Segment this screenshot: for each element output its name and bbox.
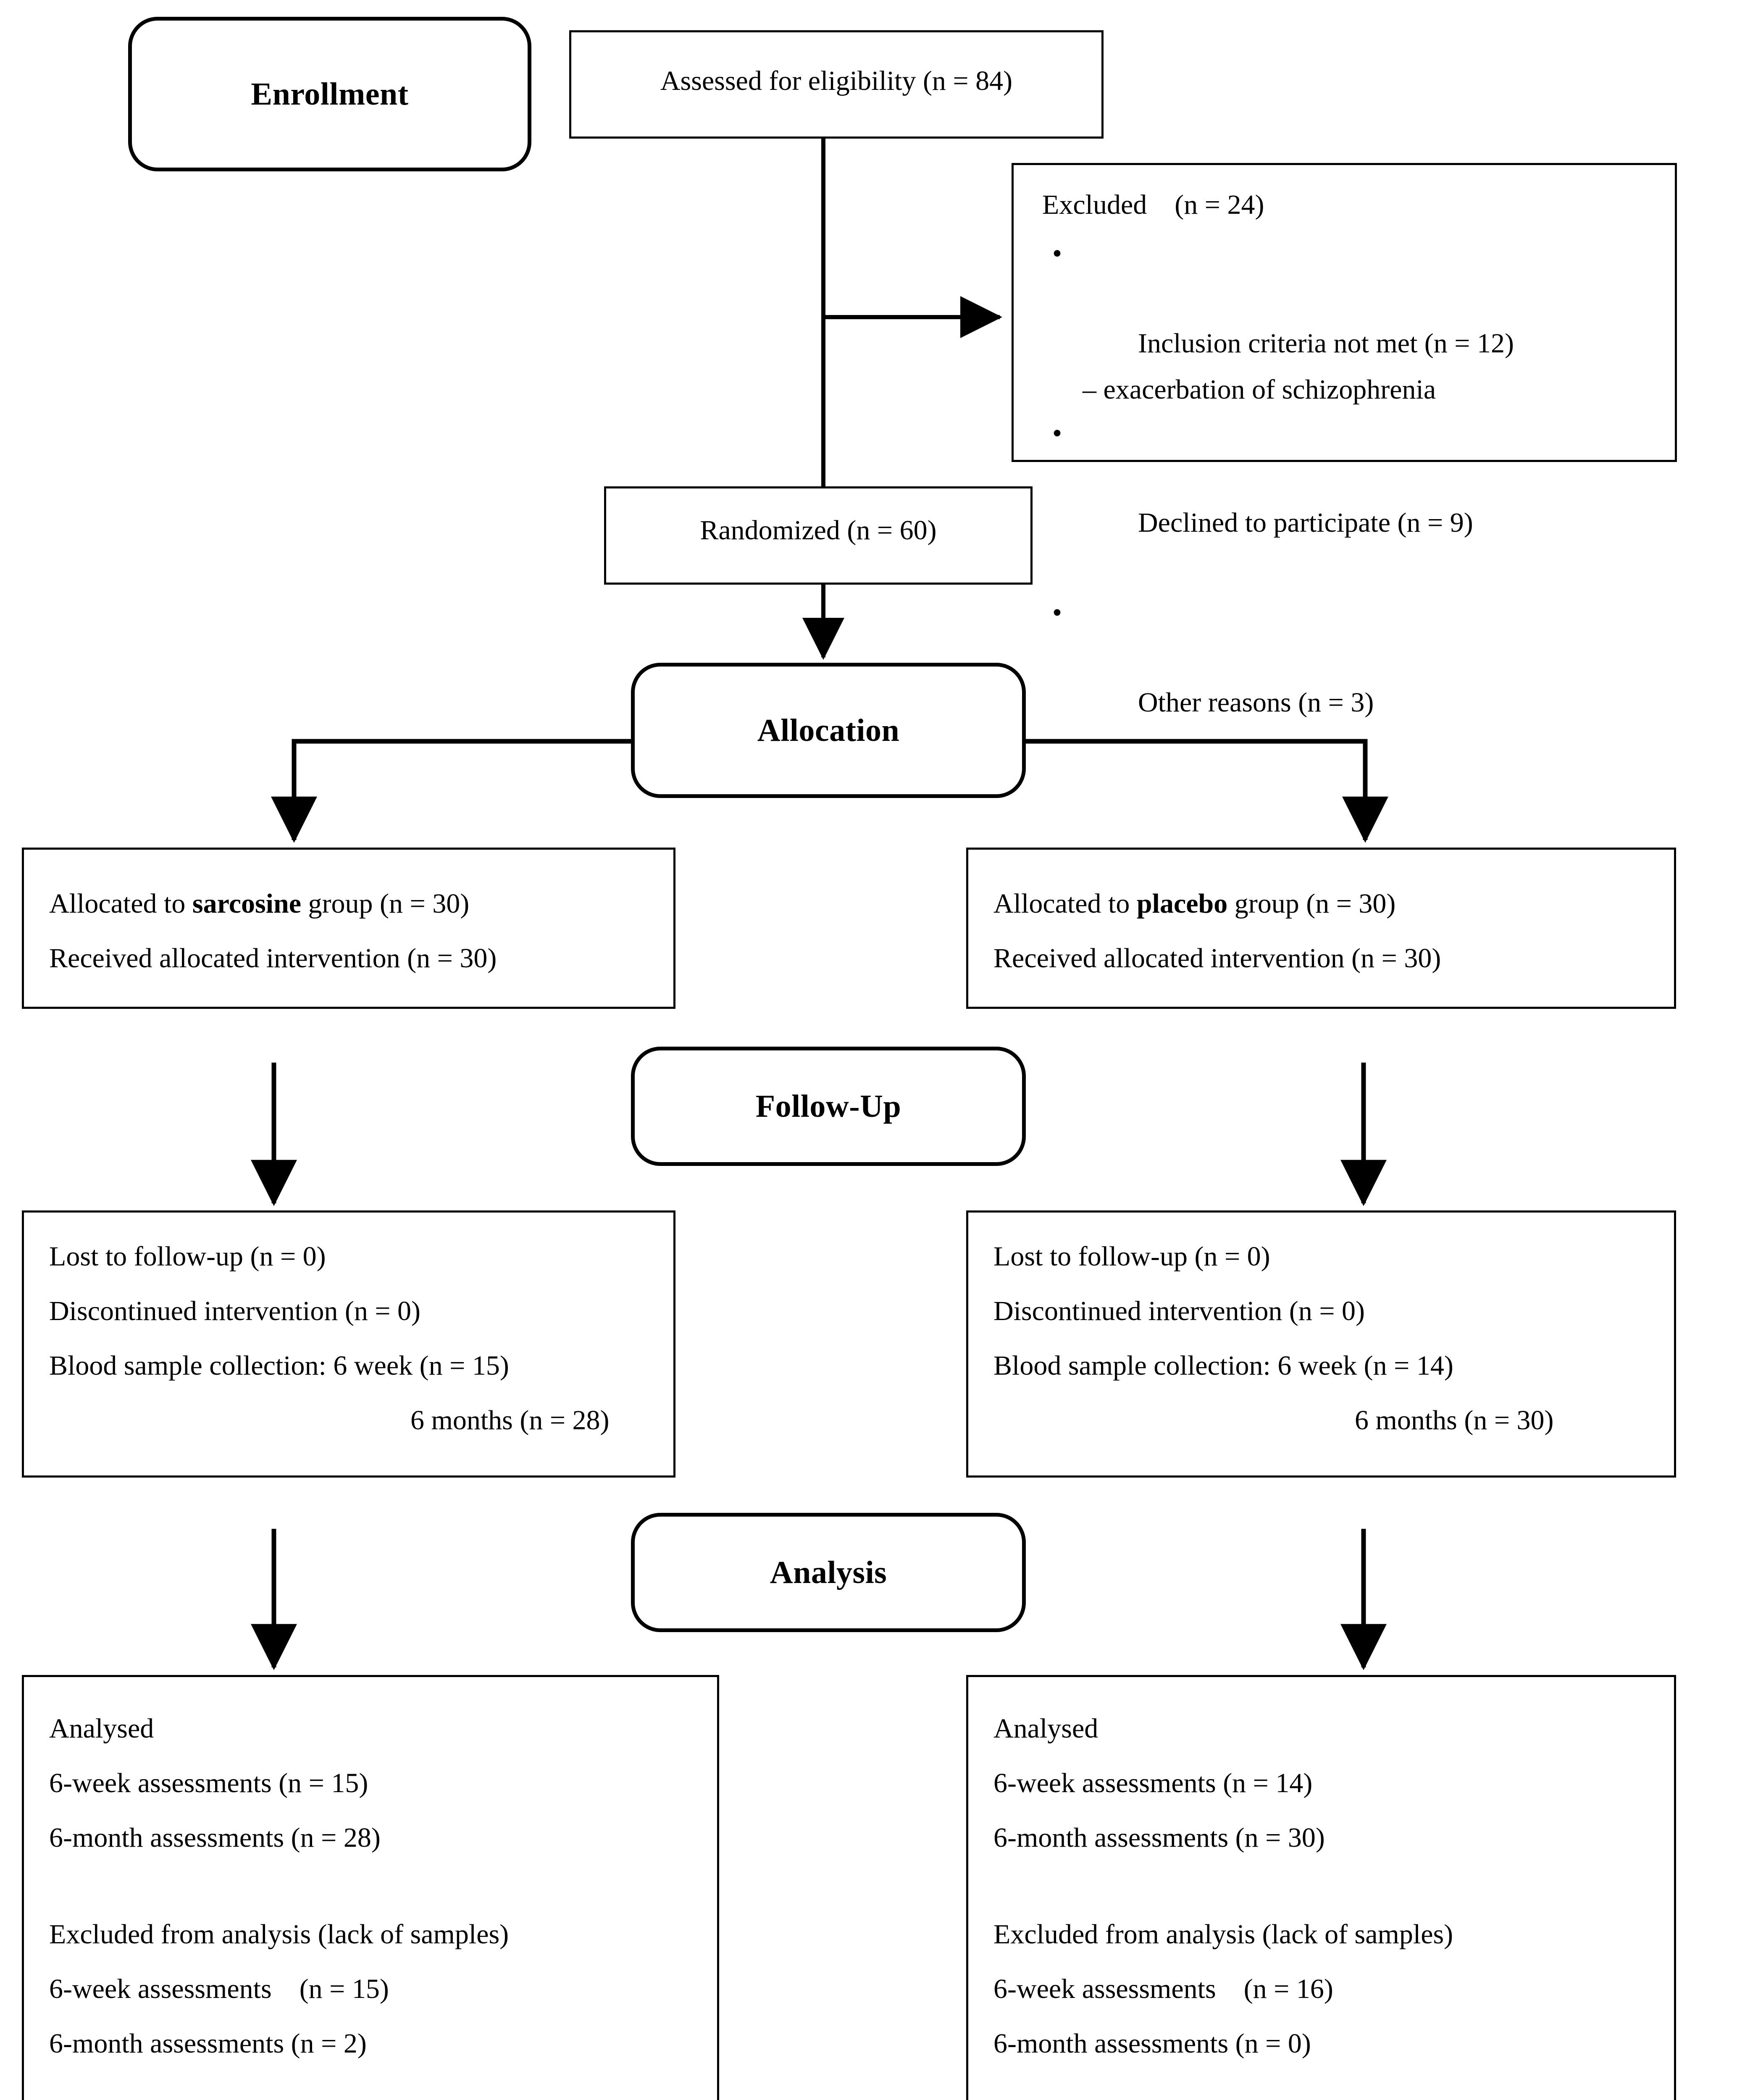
allocation-right-line1: Allocated to placebo group (n = 30) [993, 882, 1395, 927]
analysis-left-excluded-line1: 6-week assessments (n = 15) [49, 1974, 389, 2004]
stage-label-analysis: Analysis [631, 1513, 1026, 1632]
node-randomized: Randomized (n = 60) [604, 486, 1033, 585]
followup-right-line4: 6 months (n = 30) [1355, 1405, 1554, 1436]
allocation-right-line1-pre: Allocated to [993, 888, 1137, 919]
excluded-title: Excluded (n = 24) [1042, 189, 1264, 220]
followup-left-line4: 6 months (n = 28) [410, 1405, 610, 1436]
list-item-label: Other reasons (n = 3) [1138, 687, 1374, 718]
analysis-left-analysed-line2: 6-month assessments (n = 28) [49, 1822, 381, 1853]
allocation-left-line1-pre: Allocated to [49, 888, 192, 919]
list-item: • Inclusion criteria not met (n = 12) [1042, 231, 1514, 411]
stage-label-enrollment: Enrollment [128, 17, 531, 171]
stage-label-enrollment-text: Enrollment [251, 76, 409, 112]
stage-label-followup-text: Follow-Up [755, 1088, 901, 1124]
node-analysis-right: Analysed 6-week assessments (n = 14) 6-m… [966, 1675, 1676, 2100]
followup-right-line3: Blood sample collection: 6 week (n = 14) [993, 1350, 1453, 1381]
list-item-label: Declined to participate (n = 9) [1138, 507, 1473, 538]
allocation-right-line2: Received allocated intervention (n = 30) [993, 943, 1441, 974]
allocation-left-line1: Allocated to sarcosine group (n = 30) [49, 882, 469, 927]
allocation-left-line2: Received allocated intervention (n = 30) [49, 943, 497, 974]
followup-left-line3: Blood sample collection: 6 week (n = 15) [49, 1350, 509, 1381]
node-allocation-right-placebo: Allocated to placebo group (n = 30) Rece… [966, 848, 1676, 1009]
allocation-right-group-name: placebo [1136, 888, 1228, 919]
followup-right-line1: Lost to follow-up (n = 0) [993, 1241, 1270, 1272]
allocation-left-group-name: sarcosine [192, 888, 302, 919]
allocation-left-line1-post: group (n = 30) [301, 888, 470, 919]
stage-label-followup: Follow-Up [631, 1047, 1026, 1166]
followup-left-line2: Discontinued intervention (n = 0) [49, 1296, 421, 1326]
analysis-right-excluded-line2: 6-month assessments (n = 0) [993, 2028, 1311, 2059]
bullet-icon: • [1052, 238, 1062, 269]
wire-allocation-to-left-group [271, 739, 632, 843]
followup-left-line1: Lost to follow-up (n = 0) [49, 1241, 326, 1272]
node-allocation-left-sarcosine: Allocated to sarcosine group (n = 30) Re… [22, 848, 675, 1009]
node-assessed-for-eligibility: Assessed for eligibility (n = 84) [569, 30, 1104, 139]
list-item-label: Inclusion criteria not met (n = 12) [1138, 328, 1514, 359]
analysis-left-analysed-title: Analysed [49, 1713, 154, 1744]
stage-label-analysis-text: Analysis [770, 1554, 887, 1590]
analysis-right-excluded-title: Excluded from analysis (lack of samples) [993, 1919, 1453, 1950]
excluded-reason-list: • Inclusion criteria not met (n = 12) • … [1042, 231, 1514, 770]
analysis-right-analysed-line1: 6-week assessments (n = 14) [993, 1768, 1313, 1798]
analysis-right-analysed-line2: 6-month assessments (n = 30) [993, 1822, 1325, 1853]
excluded-subnote: – exacerbation of schizophrenia [1083, 374, 1436, 405]
analysis-left-analysed-line1: 6-week assessments (n = 15) [49, 1768, 368, 1798]
list-item: • Declined to participate (n = 9) [1042, 411, 1514, 591]
followup-right-line2: Discontinued intervention (n = 0) [993, 1296, 1365, 1326]
bullet-icon: • [1052, 417, 1062, 449]
analysis-left-excluded-line2: 6-month assessments (n = 2) [49, 2028, 367, 2059]
node-randomized-text: Randomized (n = 60) [700, 515, 937, 546]
stage-label-allocation: Allocation [631, 663, 1026, 798]
stage-label-allocation-text: Allocation [757, 712, 900, 748]
node-assessed-for-eligibility-text: Assessed for eligibility (n = 84) [660, 66, 1013, 96]
bullet-icon: • [1052, 597, 1062, 628]
analysis-left-excluded-title: Excluded from analysis (lack of samples) [49, 1919, 509, 1950]
node-followup-right: Lost to follow-up (n = 0) Discontinued i… [966, 1210, 1676, 1478]
list-item: • Other reasons (n = 3) [1042, 591, 1514, 770]
analysis-right-analysed-title: Analysed [993, 1713, 1098, 1744]
node-analysis-left: Analysed 6-week assessments (n = 15) 6-m… [22, 1675, 719, 2100]
node-followup-left: Lost to follow-up (n = 0) Discontinued i… [22, 1210, 675, 1478]
analysis-right-excluded-line1: 6-week assessments (n = 16) [993, 1974, 1333, 2004]
node-excluded: Excluded (n = 24) • Inclusion criteria n… [1012, 163, 1677, 718]
allocation-right-line1-post: group (n = 30) [1227, 888, 1396, 919]
